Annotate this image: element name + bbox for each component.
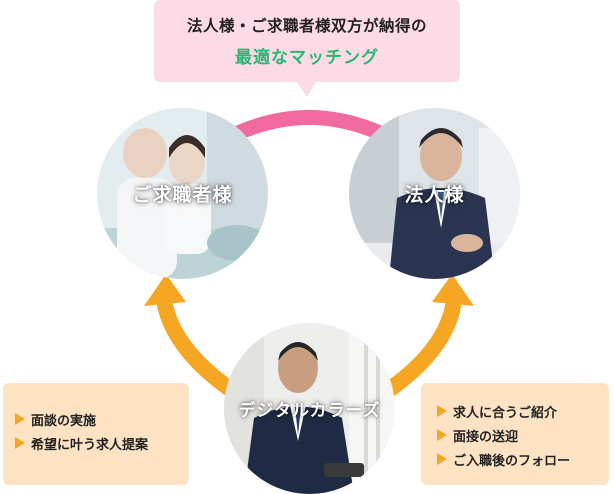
callout-text: 法人様・ご求職者様双方が納得の (186, 17, 427, 35)
list-item: 希望に叶う求人提案 (15, 431, 189, 455)
list-item-text: 希望に叶う求人提案 (31, 437, 149, 453)
arrow-head-seeker (144, 274, 186, 306)
node-company: 法人様 (349, 108, 520, 279)
triangle-bullet-icon (15, 413, 25, 425)
triangle-bullet-icon (15, 437, 25, 449)
triangle-bullet-icon (437, 429, 447, 441)
list-item: ご入職後のフォロー (437, 447, 609, 471)
digital-colors-label: デジタルカラーズ (238, 401, 381, 421)
list-item-text: 求人に合うご紹介 (453, 405, 558, 421)
node-seeker: ご求職者様 (97, 108, 268, 279)
list-item: 面接の送迎 (437, 423, 609, 447)
list-item: 求人に合うご紹介 (437, 399, 609, 423)
seeker-photo (97, 108, 268, 279)
company-services-panel: 求人に合うご紹介 面接の送迎 ご入職後のフォロー (421, 383, 609, 485)
callout-bubble: 法人様・ご求職者様双方が納得の 最適なマッチング (154, 0, 460, 82)
arrow-to-seeker (156, 298, 242, 401)
triangle-bullet-icon (437, 405, 447, 417)
seeker-label: ご求職者様 (132, 184, 233, 206)
arrow-to-company (378, 298, 462, 401)
callout-pointer (296, 81, 316, 97)
company-photo (349, 108, 520, 279)
callout-highlight: 最適なマッチング (235, 48, 379, 68)
arrow-head-company (432, 274, 474, 306)
node-digital-colors: デジタルカラーズ (224, 323, 395, 494)
company-label: 法人様 (404, 184, 465, 206)
list-item-text: 面接の送迎 (453, 429, 519, 445)
triangle-bullet-icon (437, 453, 447, 465)
list-item-text: ご入職後のフォロー (453, 453, 571, 469)
seeker-services-panel: 面談の実施 希望に叶う求人提案 (3, 383, 189, 485)
digital-colors-photo (224, 323, 395, 494)
list-item: 面談の実施 (15, 407, 189, 431)
list-item-text: 面談の実施 (31, 413, 97, 429)
